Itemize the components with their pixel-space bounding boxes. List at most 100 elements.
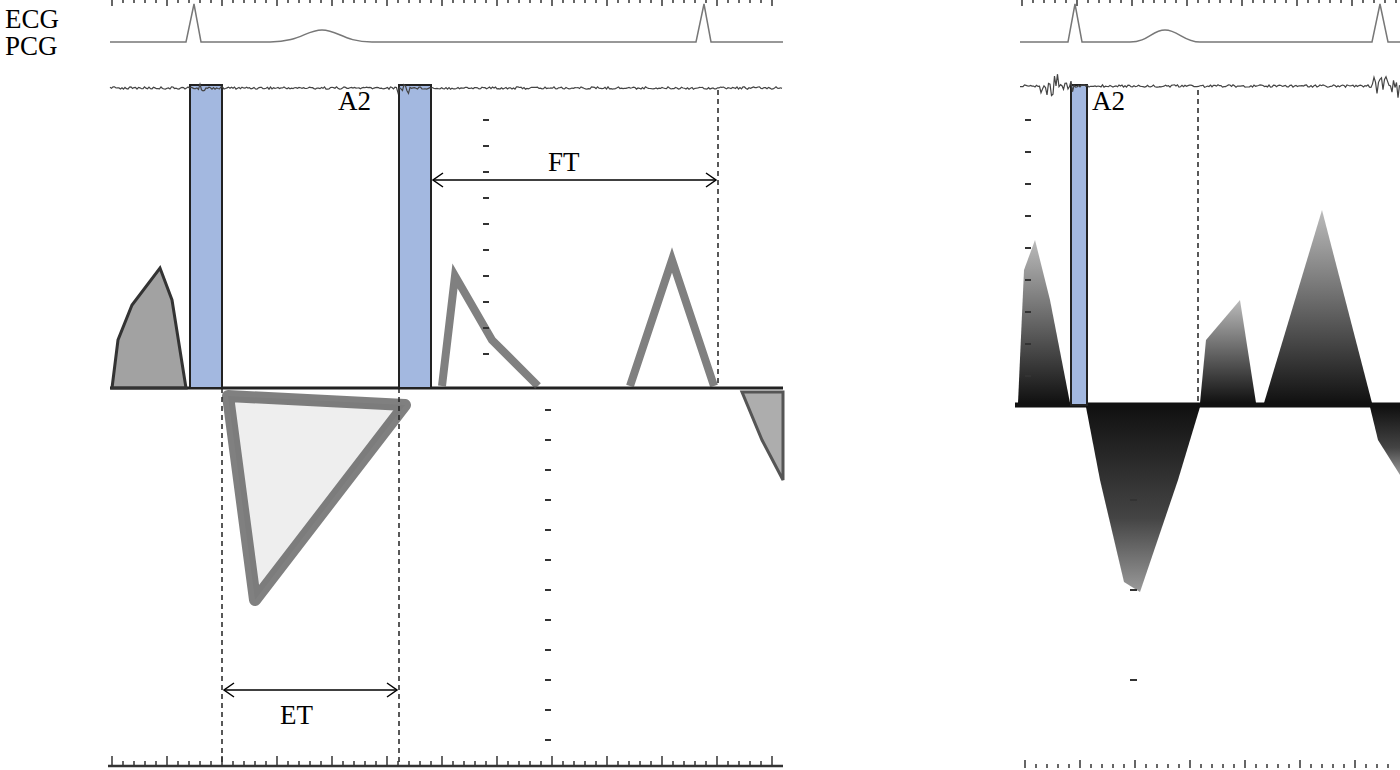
doppler-envelope [742, 392, 783, 480]
scale-tick [1025, 311, 1031, 313]
scale-tick [485, 761, 487, 766]
scale-tick [1255, 764, 1257, 768]
scale-tick [545, 619, 551, 621]
scale-tick [551, 0, 553, 6]
scale-tick [1175, 0, 1177, 3]
scale-tick [771, 0, 773, 6]
pcg-trace [110, 84, 782, 93]
scale-tick [1197, 0, 1199, 3]
scale-tick [1211, 764, 1213, 768]
scale-tick [419, 0, 421, 3]
scale-tick [1288, 764, 1290, 768]
scale-tick [287, 761, 289, 766]
scale-tick [452, 0, 454, 3]
scale-tick [540, 761, 542, 766]
interval-label: ET [280, 700, 313, 730]
scale-tick [650, 761, 652, 766]
scale-tick [221, 0, 223, 6]
scale-tick [1310, 764, 1312, 768]
et-arrow [224, 683, 397, 697]
scale-tick [1057, 764, 1059, 768]
scale-tick [166, 0, 168, 6]
scale-tick [221, 756, 223, 766]
scale-tick [1252, 0, 1254, 3]
scale-tick [551, 756, 553, 766]
scale-tick [1219, 0, 1221, 3]
scale-tick [1365, 764, 1367, 768]
scale-tick [1376, 764, 1378, 768]
scale-tick [265, 0, 267, 3]
scale-tick [1087, 0, 1089, 3]
signal-name: ECG [5, 4, 59, 34]
scale-tick [562, 0, 564, 3]
signal-name: PCG [5, 31, 58, 61]
scale-tick [1079, 760, 1081, 768]
scale-tick [1068, 764, 1070, 768]
scale-tick [483, 249, 489, 251]
scale-tick [1178, 764, 1180, 768]
scale-tick [1277, 764, 1279, 768]
scale-tick [672, 761, 674, 766]
scale-tick [507, 0, 509, 3]
scale-tick [1307, 0, 1309, 3]
scale-tick [485, 0, 487, 3]
scale-tick [540, 0, 542, 3]
scale-tick [727, 761, 729, 766]
scale-tick [606, 756, 608, 766]
scale-tick [661, 0, 663, 6]
scale-tick [353, 0, 355, 3]
scale-tick [584, 0, 586, 3]
scale-tick [1167, 764, 1169, 768]
scale-tick [177, 761, 179, 766]
signal-name-box: ECG [5, 6, 59, 33]
scale-tick [463, 761, 465, 766]
event-label: A2 [1092, 86, 1125, 116]
scale-tick [496, 756, 498, 766]
scale-tick [1241, 0, 1243, 6]
scale-tick [452, 761, 454, 766]
scale-tick [1025, 247, 1031, 249]
scale-tick [133, 0, 135, 3]
scale-tick [672, 0, 674, 3]
scale-tick [397, 0, 399, 3]
scale-tick [716, 756, 718, 766]
doppler-envelope [1200, 300, 1256, 403]
scale-tick [1230, 0, 1232, 3]
scale-tick [562, 761, 564, 766]
scale-tick [771, 756, 773, 766]
scale-tick [1130, 499, 1137, 501]
scale-tick [386, 756, 388, 766]
scale-tick [1208, 0, 1210, 3]
scale-tick [518, 761, 520, 766]
scale-tick [298, 0, 300, 3]
scale-tick [1318, 0, 1320, 3]
doppler-envelope [1264, 210, 1372, 403]
scale-tick [474, 0, 476, 3]
scale-tick [287, 0, 289, 3]
scale-tick [595, 0, 597, 3]
scale-tick [584, 761, 586, 766]
scale-tick [650, 0, 652, 3]
scale-tick [606, 0, 608, 6]
scale-tick [177, 0, 179, 3]
scale-tick [1021, 0, 1023, 6]
scale-tick [1351, 0, 1353, 6]
scale-tick [628, 0, 630, 3]
ecg-trace [110, 4, 783, 42]
scale-tick [1035, 764, 1037, 768]
scale-tick [1046, 764, 1048, 768]
timing-bar [190, 85, 222, 388]
scale-tick [122, 0, 124, 3]
event-label-box: A2 [338, 88, 371, 115]
scale-tick [1387, 764, 1389, 768]
interval-label-box: ET [280, 702, 313, 729]
scale-tick [507, 761, 509, 766]
scale-tick [1263, 0, 1265, 3]
scale-tick [760, 0, 762, 3]
scale-tick [1134, 760, 1136, 768]
scale-tick [364, 0, 366, 3]
scale-tick [1076, 0, 1078, 6]
scale-tick [166, 756, 168, 766]
scale-tick [1025, 375, 1031, 377]
